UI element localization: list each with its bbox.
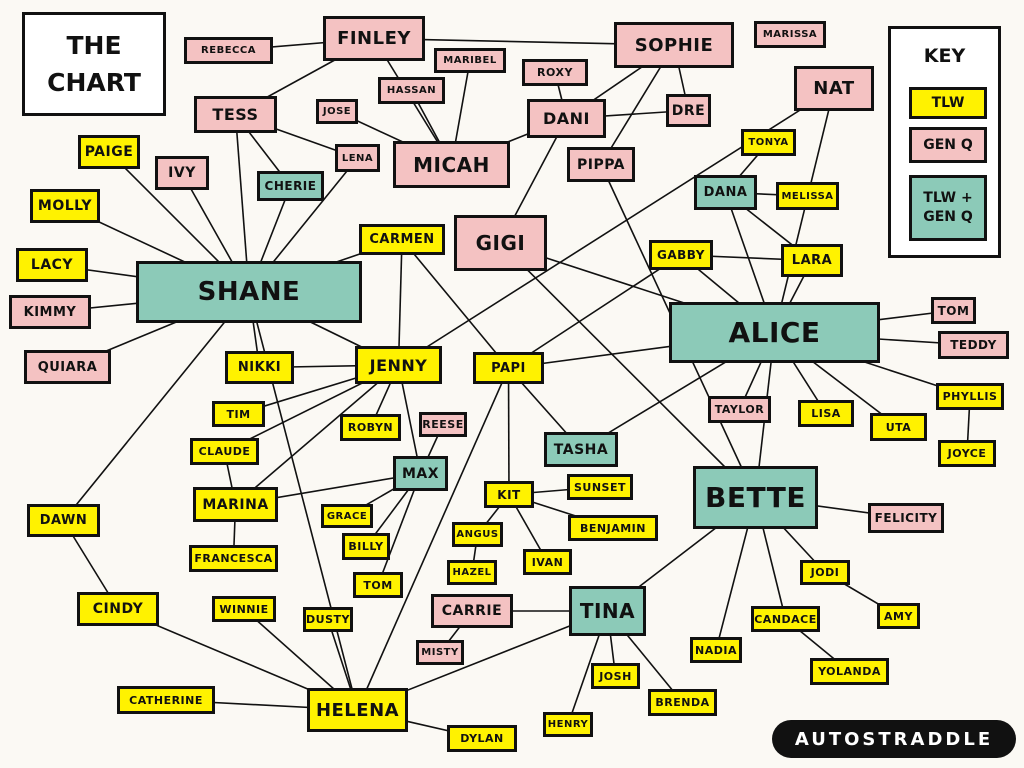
edge-papi-kit [507, 367, 510, 495]
node-lisa[interactable]: LISA [798, 400, 854, 427]
node-gabby[interactable]: GABBY [649, 240, 713, 270]
node-nadia[interactable]: NADIA [690, 637, 742, 663]
edge-papi-helena [356, 367, 510, 711]
node-rebecca[interactable]: REBECCA [184, 37, 273, 64]
node-micah[interactable]: MICAH [393, 141, 510, 188]
node-taylor[interactable]: TAYLOR [708, 396, 771, 423]
node-hazel[interactable]: HAZEL [447, 560, 497, 585]
title-line-1: THE [66, 30, 122, 60]
node-josh[interactable]: JOSH [591, 663, 640, 689]
node-nikki[interactable]: NIKKI [225, 351, 294, 384]
autostraddle-logo: AUTOSTRADDLE [772, 720, 1016, 758]
node-marissa[interactable]: MARISSA [754, 21, 826, 48]
node-jodi[interactable]: JODI [800, 560, 850, 585]
node-ivan[interactable]: IVAN [523, 549, 572, 575]
node-lara[interactable]: LARA [781, 244, 843, 277]
node-henry[interactable]: HENRY [543, 712, 593, 737]
node-kit[interactable]: KIT [484, 481, 534, 508]
node-bette[interactable]: BETTE [693, 466, 818, 529]
node-roxy[interactable]: ROXY [522, 59, 588, 86]
node-felicity[interactable]: FELICITY [868, 503, 944, 533]
node-catherine[interactable]: CATHERINE [117, 686, 215, 714]
legend-key: KEY TLW GEN Q TLW + GEN Q [888, 26, 1001, 258]
node-yolanda[interactable]: YOLANDA [810, 658, 889, 685]
node-cherie[interactable]: CHERIE [257, 171, 324, 201]
node-tess[interactable]: TESS [194, 96, 277, 133]
node-grace[interactable]: GRACE [321, 504, 373, 528]
legend-title: KEY [923, 45, 966, 67]
node-angus[interactable]: ANGUS [452, 522, 503, 547]
edge-gigi-bette [499, 242, 757, 499]
node-gigi[interactable]: GIGI [454, 215, 547, 271]
node-jose[interactable]: JOSE [316, 99, 358, 124]
edge-gabby-papi [508, 254, 682, 369]
node-dawn[interactable]: DAWN [27, 504, 100, 537]
node-winnie[interactable]: WINNIE [212, 596, 276, 622]
node-melissa[interactable]: MELISSA [776, 182, 839, 210]
edge-nat-alice [773, 88, 835, 333]
node-tom-tlw[interactable]: TOM [353, 572, 403, 598]
node-pippa[interactable]: PIPPA [567, 147, 635, 182]
node-tina[interactable]: TINA [569, 586, 646, 636]
node-lena[interactable]: LENA [335, 144, 380, 172]
node-jenny[interactable]: JENNY [355, 346, 442, 384]
node-dana[interactable]: DANA [694, 175, 757, 210]
node-carrie[interactable]: CARRIE [431, 594, 513, 628]
node-sunset[interactable]: SUNSET [567, 474, 633, 500]
node-joyce[interactable]: JOYCE [938, 440, 996, 467]
node-francesca[interactable]: FRANCESCA [189, 545, 278, 572]
node-misty[interactable]: MISTY [416, 640, 464, 665]
node-paige[interactable]: PAIGE [78, 135, 140, 169]
node-cindy[interactable]: CINDY [77, 592, 159, 626]
chart-title: THE CHART [22, 12, 166, 116]
legend-item-both: TLW + GEN Q [909, 175, 987, 241]
node-dre[interactable]: DRE [666, 94, 711, 127]
node-teddy[interactable]: TEDDY [938, 331, 1009, 359]
legend-item-tlw: TLW [909, 87, 987, 119]
node-carmen[interactable]: CARMEN [359, 224, 445, 255]
legend-item-genq: GEN Q [909, 127, 987, 163]
node-max[interactable]: MAX [393, 456, 448, 491]
node-quiara[interactable]: QUIARA [24, 350, 111, 384]
node-sophie[interactable]: SOPHIE [614, 22, 734, 68]
node-tom-genq[interactable]: TOM [931, 297, 976, 324]
node-tonya[interactable]: TONYA [741, 129, 796, 156]
node-marina[interactable]: MARINA [193, 487, 278, 522]
node-benjamin[interactable]: BENJAMIN [568, 515, 658, 541]
node-amy[interactable]: AMY [877, 603, 920, 629]
node-nat[interactable]: NAT [794, 66, 874, 111]
node-alice[interactable]: ALICE [669, 302, 880, 363]
node-lacy[interactable]: LACY [16, 248, 88, 282]
node-ivy[interactable]: IVY [155, 156, 209, 190]
node-dylan[interactable]: DYLAN [447, 725, 517, 752]
edge-jenny-marina [234, 364, 400, 506]
node-helena[interactable]: HELENA [307, 688, 408, 732]
node-shane[interactable]: SHANE [136, 261, 362, 323]
node-claude[interactable]: CLAUDE [190, 438, 259, 465]
node-finley[interactable]: FINLEY [323, 16, 425, 61]
node-phyllis[interactable]: PHYLLIS [936, 383, 1004, 410]
node-reese[interactable]: REESE [419, 412, 467, 437]
node-maribel[interactable]: MARIBEL [434, 48, 506, 73]
node-tasha[interactable]: TASHA [544, 432, 618, 467]
edge-carmen-papi [401, 238, 510, 369]
node-kimmy[interactable]: KIMMY [9, 295, 91, 329]
node-billy[interactable]: BILLY [342, 533, 390, 560]
edge-shane-dawn [62, 291, 250, 522]
node-tim[interactable]: TIM [212, 401, 265, 427]
edge-carmen-jenny [397, 239, 403, 366]
node-dusty[interactable]: DUSTY [303, 607, 353, 632]
node-dani[interactable]: DANI [527, 99, 606, 138]
node-hassan[interactable]: HASSAN [378, 77, 445, 104]
title-line-2: CHART [47, 68, 141, 97]
node-molly[interactable]: MOLLY [30, 189, 100, 223]
node-uta[interactable]: UTA [870, 413, 927, 441]
node-robyn[interactable]: ROBYN [340, 414, 401, 441]
node-papi[interactable]: PAPI [473, 352, 544, 384]
edge-max-tom_tlw [377, 473, 422, 586]
node-candace[interactable]: CANDACE [751, 606, 820, 632]
node-brenda[interactable]: BRENDA [648, 689, 717, 716]
